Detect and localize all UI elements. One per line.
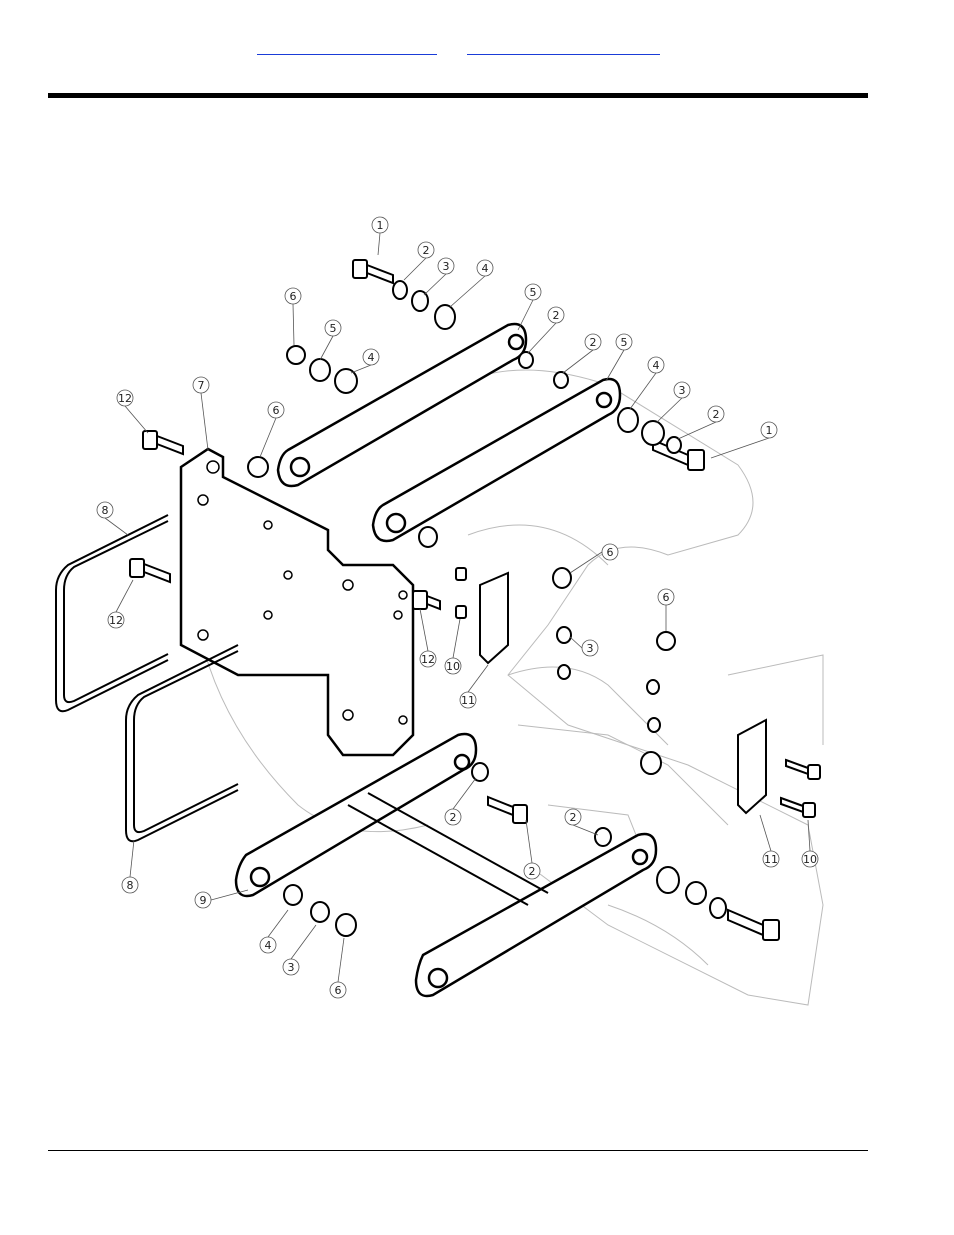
callout-5c: 5 xyxy=(621,336,628,349)
callout-11b: 11 xyxy=(764,853,778,866)
callout-3b: 3 xyxy=(679,384,686,397)
callout-8b: 8 xyxy=(127,879,134,892)
u-bolt-right xyxy=(125,644,239,843)
callout-6b: 6 xyxy=(273,404,280,417)
callout-2c: 2 xyxy=(590,336,597,349)
washers xyxy=(247,280,727,937)
callout-3c: 3 xyxy=(587,642,594,655)
callout-10b: 10 xyxy=(803,853,817,866)
callout-11: 11 xyxy=(461,694,475,707)
callout-1: 1 xyxy=(377,219,384,232)
callout-9: 9 xyxy=(200,894,207,907)
strap-lower-1 xyxy=(234,732,478,898)
header-rule xyxy=(48,93,868,98)
header-links xyxy=(0,40,954,60)
strap-upper-2 xyxy=(371,377,622,543)
cross-tube xyxy=(347,792,549,906)
callout-3d: 3 xyxy=(288,961,295,974)
callout-6e: 6 xyxy=(335,984,342,997)
callout-12c: 12 xyxy=(421,653,435,666)
strap-upper-1 xyxy=(276,322,528,488)
parts-diagram: 1 2 3 4 5 6 5 4 2 2 5 4 3 2 1 7 12 6 8 1… xyxy=(48,205,828,1020)
callout-1b: 1 xyxy=(766,424,773,437)
callout-2b: 2 xyxy=(553,309,560,322)
u-bolt-left xyxy=(55,514,169,713)
bracket-small-2 xyxy=(737,718,767,815)
callout-2: 2 xyxy=(423,244,430,257)
callout-4d: 4 xyxy=(265,939,272,952)
bolts xyxy=(129,259,821,941)
mounting-plate xyxy=(179,447,415,757)
strap-lower-2 xyxy=(414,832,658,998)
callout-6: 6 xyxy=(290,290,297,303)
callout-4c: 4 xyxy=(653,359,660,372)
callout-5: 5 xyxy=(530,286,537,299)
footer-rule xyxy=(48,1150,868,1151)
nav-link-1[interactable] xyxy=(257,40,437,55)
callout-4b: 4 xyxy=(368,351,375,364)
callout-4: 4 xyxy=(482,262,489,275)
callout-2f: 2 xyxy=(529,865,536,878)
callout-5b: 5 xyxy=(330,322,337,335)
callout-10: 10 xyxy=(446,660,460,673)
callout-7: 7 xyxy=(198,379,205,392)
callout-12b: 12 xyxy=(109,614,123,627)
background-frame xyxy=(197,369,824,1006)
callout-2e: 2 xyxy=(450,811,457,824)
bracket-small-1 xyxy=(479,571,509,665)
callout-2d: 2 xyxy=(713,408,720,421)
callout-3: 3 xyxy=(443,260,450,273)
callout-8: 8 xyxy=(102,504,109,517)
plate-holes xyxy=(197,460,408,725)
callout-6c: 6 xyxy=(607,546,614,559)
nav-link-2[interactable] xyxy=(467,40,660,55)
callout-2g: 2 xyxy=(570,811,577,824)
callouts: 1 2 3 4 5 6 5 4 2 2 5 4 3 2 1 7 12 6 8 1… xyxy=(96,216,819,999)
callout-6d: 6 xyxy=(663,591,670,604)
callout-12: 12 xyxy=(118,392,132,405)
